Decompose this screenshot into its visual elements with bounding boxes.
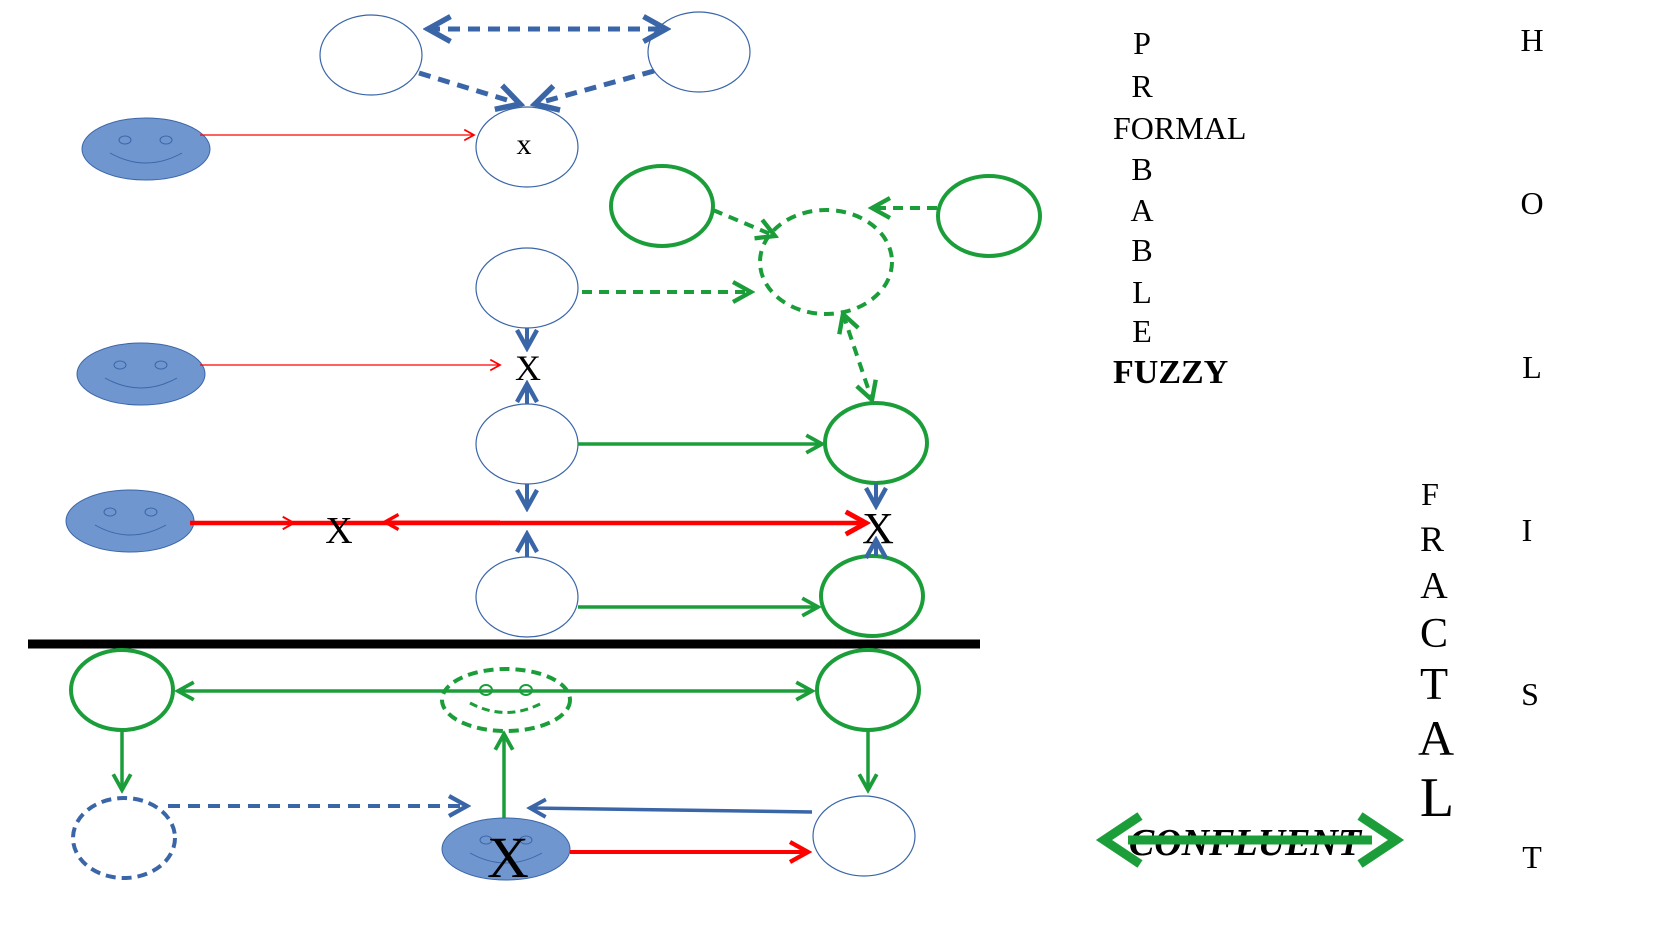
holist-letter: O [1520, 185, 1543, 221]
probable-letter: B [1131, 151, 1152, 187]
confluent-double-arrow: CONFLUENT [1095, 812, 1405, 868]
green-node-bottom-left [69, 648, 175, 732]
node-bottom-right [812, 795, 916, 877]
fractal-letter: A [1418, 710, 1454, 766]
big-x-marker-row3-left: X [325, 510, 352, 552]
node-mid-1 [475, 247, 579, 329]
node-mid-3 [475, 556, 579, 638]
big-x-marker-bottom: X [487, 825, 529, 890]
fractal-letter: C [1420, 611, 1448, 657]
green-dashed-arrow-bidirectional [843, 314, 872, 400]
green-dashed-face-icon [440, 667, 572, 733]
smiley-face-icon [76, 342, 206, 406]
node-top-right [647, 11, 751, 93]
fractal-letter: F [1421, 476, 1439, 512]
probable-word-column: P R FORMAL B A B L E FUZZY [1113, 25, 1246, 391]
holist-letter: I [1522, 512, 1533, 548]
green-node-top-left [609, 164, 715, 248]
green-node-right-2 [819, 554, 925, 638]
green-dashed-arrow-from-top-left [712, 208, 775, 236]
probable-letter: E [1132, 313, 1152, 349]
blue-dashed-node-bottom-left [71, 796, 177, 880]
holist-letter: S [1521, 676, 1539, 712]
fractal-letter: L [1420, 767, 1454, 829]
probable-letter: B [1131, 232, 1152, 268]
fractal-letter: R [1420, 519, 1444, 559]
node-top-left [319, 14, 423, 96]
node-top-x [475, 106, 579, 188]
smiley-face-icon [81, 117, 211, 181]
big-x-marker-row3-right: X [862, 504, 894, 553]
fractal-letter: T [1420, 658, 1448, 709]
probable-letter: L [1132, 274, 1152, 310]
green-node-bottom-right [815, 648, 921, 732]
small-x-marker: x [517, 128, 532, 161]
node-mid-2 [475, 403, 579, 485]
green-node-top-right [936, 174, 1042, 258]
formal-label: FORMAL [1113, 110, 1246, 146]
probable-letter: R [1131, 68, 1153, 104]
probable-letter: P [1133, 25, 1151, 61]
smiley-face-icon [65, 489, 195, 553]
smiley-face-icon [441, 817, 571, 881]
holist-letter: H [1520, 22, 1543, 58]
fractal-word-column: F R A C T A L [1418, 476, 1454, 829]
holist-letter: T [1522, 839, 1542, 875]
probable-letter: A [1130, 192, 1153, 228]
green-dashed-node-center [758, 208, 894, 316]
blue-arrow-right-to-face [530, 808, 813, 812]
arrow-top-right-to-x [535, 68, 655, 104]
holist-letter: L [1522, 349, 1542, 385]
fuzzy-label: FUZZY [1113, 354, 1228, 391]
big-x-marker: X [515, 348, 541, 388]
fractal-letter: A [1420, 565, 1448, 607]
arrow-top-left-to-x [418, 70, 520, 104]
holist-word-column: H O L I S T [1520, 22, 1543, 875]
green-node-right-1 [823, 401, 929, 485]
